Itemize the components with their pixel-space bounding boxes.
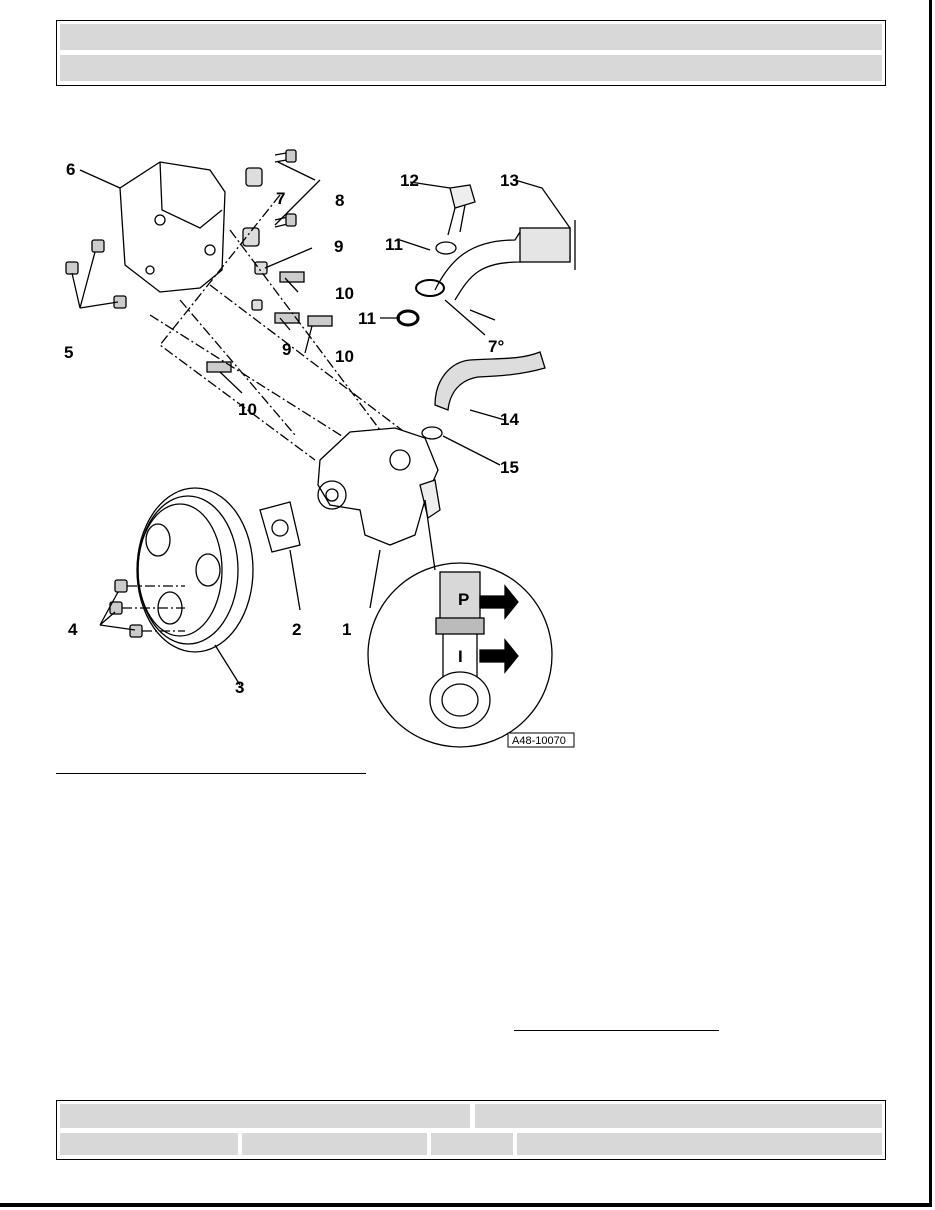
header-subtitle-bar <box>60 55 882 81</box>
footer-cell <box>431 1133 513 1155</box>
footer-cell <box>475 1104 882 1128</box>
callout-9-lower: 9 <box>282 340 291 359</box>
footer-cell <box>60 1133 238 1155</box>
callout-14: 14 <box>500 410 519 429</box>
callout-12: 12 <box>400 171 419 190</box>
separator-line <box>56 773 366 774</box>
footer-cell <box>60 1104 470 1128</box>
header-title-bar <box>60 24 882 50</box>
callout-9-upper: 9 <box>334 237 343 256</box>
inset-marker-p: P <box>458 590 469 609</box>
callout-11-upper: 11 <box>385 235 403 254</box>
callout-4: 4 <box>68 620 78 639</box>
callout-3: 3 <box>235 678 244 697</box>
callout-10-lower: 10 <box>238 400 257 419</box>
callout-7: 7 <box>276 189 285 208</box>
separator-line-short <box>514 1030 719 1031</box>
footer-box <box>56 1100 886 1160</box>
inset-marker-i: I <box>458 647 463 666</box>
callout-15: 15 <box>500 458 519 477</box>
callout-10-middle: 10 <box>335 347 354 366</box>
callout-2: 2 <box>292 620 301 639</box>
callout-6: 6 <box>66 160 75 179</box>
power-steering-pump-diagram: 6 7 8 9 10 9 10 10 5 12 13 11 11 7° 14 1… <box>64 149 576 748</box>
callout-13: 13 <box>500 171 519 190</box>
footer-cell <box>242 1133 427 1155</box>
bracket-part <box>119 161 226 293</box>
callout-11-lower: 11 <box>358 309 376 328</box>
callout-8: 8 <box>335 191 344 210</box>
callout-5: 5 <box>64 343 73 362</box>
angle-label: 7° <box>488 337 504 356</box>
footer-cell <box>517 1133 882 1155</box>
callout-1: 1 <box>342 620 351 639</box>
callout-10-upper: 10 <box>335 284 354 303</box>
diagram-reference-code: A48-10070 <box>512 735 566 747</box>
header-box <box>56 20 886 86</box>
